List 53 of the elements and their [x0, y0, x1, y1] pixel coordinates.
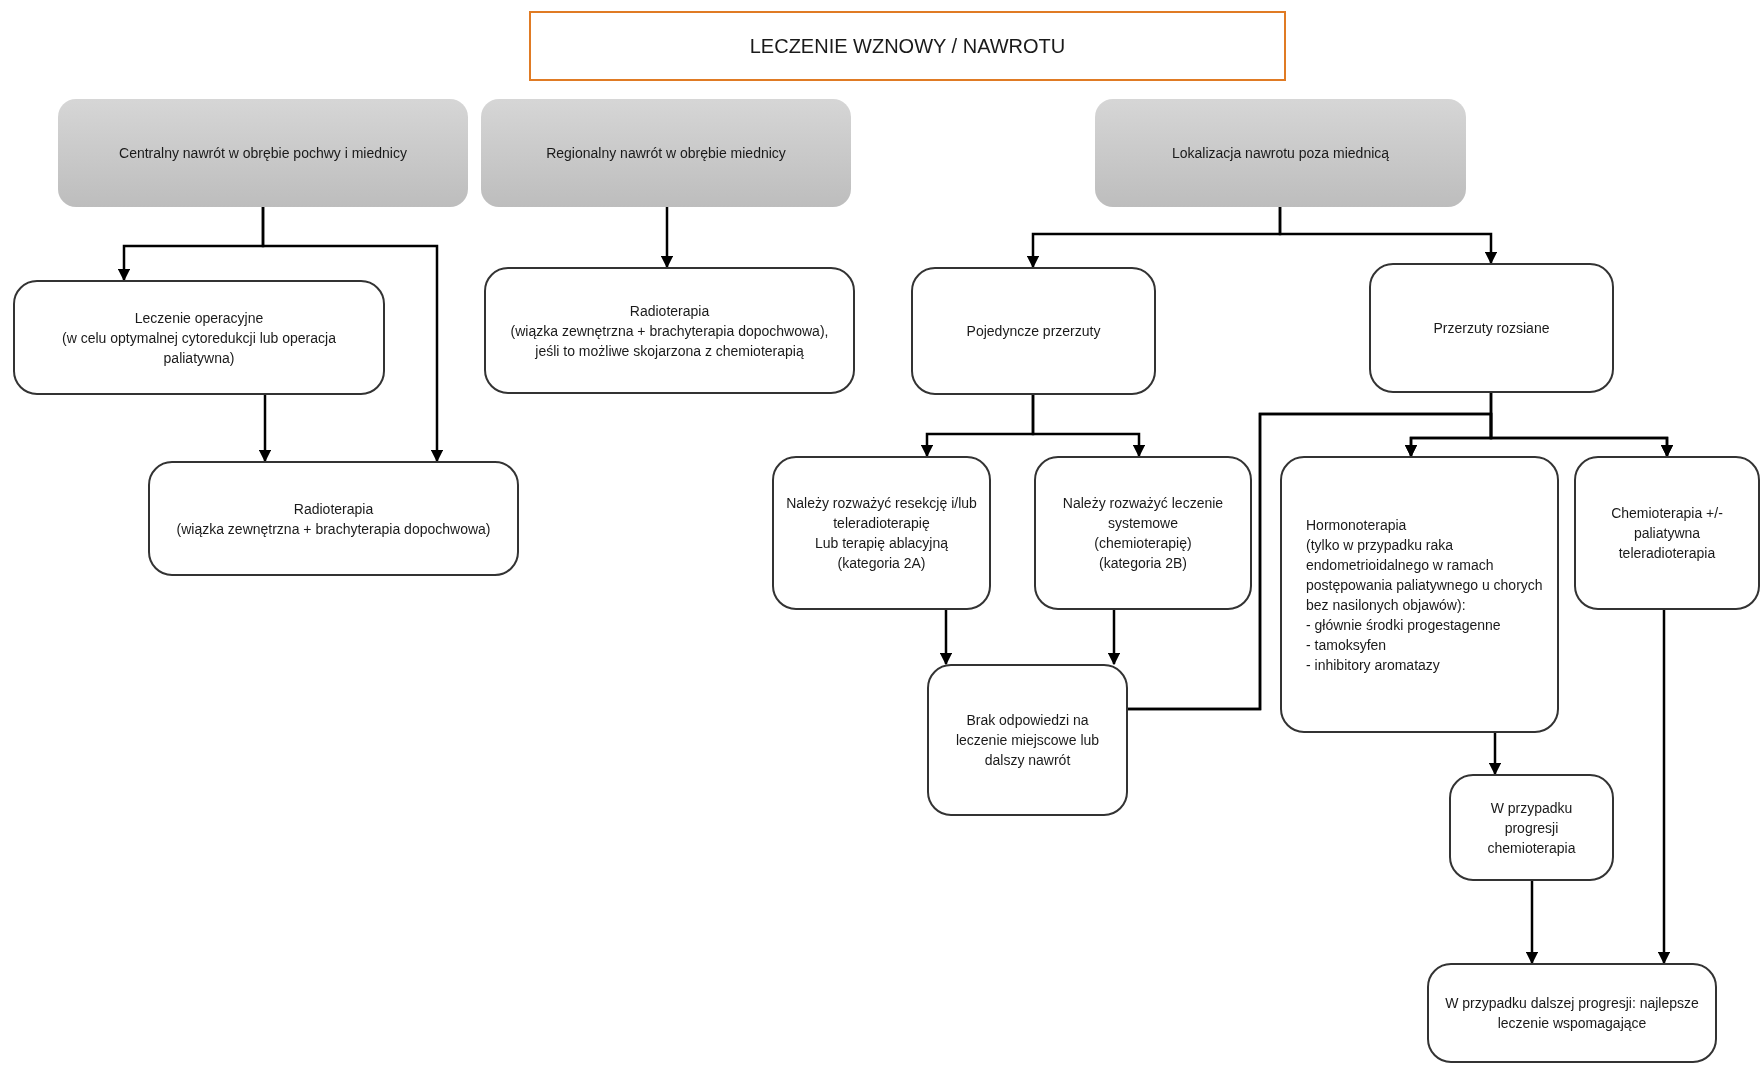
arrow	[1278, 207, 1498, 265]
box-text: Regionalny nawrót w obrębie miednicy	[546, 144, 786, 163]
box-text: (kategoria 2A)	[837, 554, 926, 573]
process-box	[1280, 456, 1559, 733]
box-text: Hormonoterapia	[1306, 515, 1407, 535]
arrow	[1657, 610, 1671, 965]
process-box	[1034, 456, 1252, 610]
box-text: Lokalizacja nawrotu poza miednicą	[1171, 144, 1390, 163]
category-box	[1095, 99, 1466, 207]
box-text: - głównie środki progestagenne	[1306, 615, 1501, 635]
box-text: Należy rozważyć resekcję i/lub teleradioterapię	[786, 494, 977, 533]
arrow	[939, 610, 953, 666]
process-box	[1369, 263, 1614, 393]
arrow	[261, 207, 444, 463]
box-text: (wiązka zewnętrzna + brachyterapia dopochwowa), jeśli to możliwe skojarzona z chemioterapią	[509, 321, 830, 361]
process-box	[1574, 456, 1760, 610]
arrow	[1107, 610, 1121, 666]
box-text: Należy rozważyć leczenie systemowe	[1061, 494, 1225, 533]
box-text: (chemioterapię)	[1094, 534, 1192, 553]
category-box	[58, 99, 468, 207]
process-box	[927, 664, 1128, 816]
box-text: Radioterapia	[293, 499, 374, 519]
box-text: (wiązka zewnętrzna + brachyterapia dopochwowa)	[176, 519, 491, 539]
process-box	[148, 461, 519, 576]
box-text: (w celu optymalnej cytoredukcji lub operacja paliatywna)	[61, 328, 337, 368]
process-box	[13, 280, 385, 395]
box-text: - tamoksyfen	[1306, 635, 1387, 655]
box-text: W przypadku progresji chemioterapia	[1486, 798, 1577, 858]
category-box	[481, 99, 851, 207]
process-box	[772, 456, 991, 610]
process-box	[484, 267, 855, 394]
process-box	[1427, 963, 1717, 1063]
box-text: Lub terapię ablacyjną	[814, 534, 949, 553]
arrow	[258, 395, 272, 463]
box-text: (tylko w przypadku raka endometrioidalnego w ramach postępowania paliatywnego u chorych bez nasilonych objawów):	[1306, 535, 1544, 615]
box-text: Radioterapia	[629, 301, 710, 321]
box-text: Leczenie operacyjne	[134, 308, 264, 328]
process-box	[911, 267, 1156, 395]
box-text: W przypadku dalszej progresji: najlepsze leczenie wspomagające	[1444, 994, 1700, 1033]
box-text: Pojedyncze przerzuty	[966, 322, 1101, 341]
process-box	[1449, 774, 1614, 881]
box-text: - inhibitory aromatazy	[1306, 655, 1440, 675]
box-text: Chemioterapia +/- paliatywna teleradioterapia	[1610, 504, 1724, 563]
box-text: Brak odpowiedzi na leczenie miejscowe lub dalszy nawrót	[954, 711, 1101, 770]
arrow	[1525, 881, 1539, 965]
box-text: Centralny nawrót w obrębie pochwy i miednicy	[119, 144, 407, 163]
arrow	[1031, 395, 1146, 458]
arrow	[660, 207, 674, 269]
title-box: LECZENIE WZNOWY / NAWROTU	[529, 11, 1286, 81]
arrow	[1488, 733, 1502, 776]
box-text: (kategoria 2B)	[1099, 554, 1187, 573]
arrow	[1489, 393, 1674, 458]
box-text: Przerzuty rozsiane	[1433, 319, 1550, 338]
